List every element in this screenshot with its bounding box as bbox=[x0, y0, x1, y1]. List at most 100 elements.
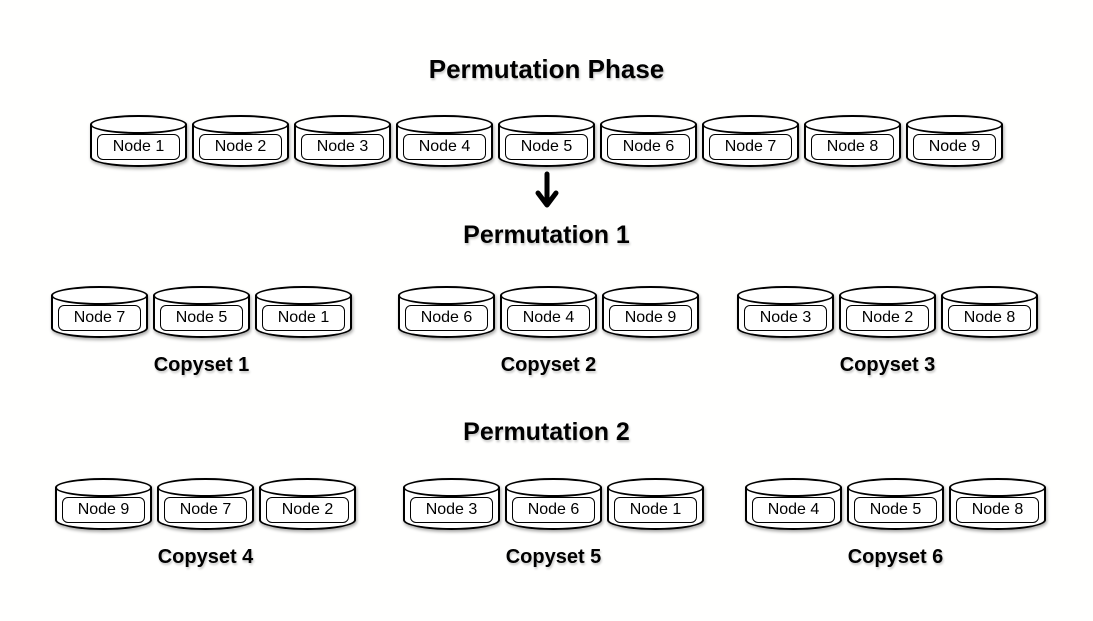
cylinder-top-ellipse bbox=[906, 115, 1003, 134]
node-label: Node 7 bbox=[709, 134, 792, 160]
node-cylinder: Node 8 bbox=[804, 115, 901, 167]
cylinder-top-ellipse bbox=[153, 286, 250, 305]
copyset-3-label: Copyset 3 bbox=[839, 354, 936, 376]
node-cylinder: Node 3 bbox=[737, 286, 834, 338]
cylinder-top-ellipse bbox=[259, 478, 356, 497]
node-label: Node 4 bbox=[507, 305, 590, 331]
node-label: Node 3 bbox=[301, 134, 384, 160]
node-label: Node 8 bbox=[948, 305, 1031, 331]
cylinder-top-ellipse bbox=[498, 115, 595, 134]
cylinder-top-ellipse bbox=[51, 286, 148, 305]
node-label: Node 6 bbox=[405, 305, 488, 331]
node-cylinder: Node 4 bbox=[500, 286, 597, 338]
copyset-group-5: Node 3 Node 6 Node 1 Copyset 5 bbox=[403, 478, 704, 569]
cylinder-top-ellipse bbox=[294, 115, 391, 134]
copyset-4-node-row: Node 9 Node 7 Node 2 bbox=[55, 478, 356, 530]
node-label: Node 2 bbox=[199, 134, 282, 160]
node-label: Node 1 bbox=[614, 497, 697, 523]
node-cylinder: Node 6 bbox=[600, 115, 697, 167]
cylinder-top-ellipse bbox=[396, 115, 493, 134]
node-label: Node 7 bbox=[58, 305, 141, 331]
node-cylinder: Node 5 bbox=[847, 478, 944, 530]
node-label: Node 7 bbox=[164, 497, 247, 523]
copyset-2-node-row: Node 6 Node 4 Node 9 bbox=[398, 286, 699, 338]
copyset-4-label: Copyset 4 bbox=[157, 546, 254, 568]
cylinder-top-ellipse bbox=[255, 286, 352, 305]
node-label: Node 6 bbox=[512, 497, 595, 523]
node-cylinder: Node 5 bbox=[498, 115, 595, 167]
cylinder-top-ellipse bbox=[192, 115, 289, 134]
node-label: Node 5 bbox=[505, 134, 588, 160]
copyset-group-6: Node 4 Node 5 Node 8 Copyset 6 bbox=[745, 478, 1046, 569]
node-label: Node 9 bbox=[913, 134, 996, 160]
copyset-6-node-row: Node 4 Node 5 Node 8 bbox=[745, 478, 1046, 530]
copyset-1-node-row: Node 7 Node 5 Node 1 bbox=[51, 286, 352, 338]
cylinder-top-ellipse bbox=[737, 286, 834, 305]
node-label: Node 9 bbox=[609, 305, 692, 331]
cylinder-top-ellipse bbox=[55, 478, 152, 497]
node-label: Node 2 bbox=[846, 305, 929, 331]
node-cylinder: Node 5 bbox=[153, 286, 250, 338]
node-cylinder: Node 9 bbox=[55, 478, 152, 530]
node-label: Node 4 bbox=[752, 497, 835, 523]
node-cylinder: Node 3 bbox=[403, 478, 500, 530]
cylinder-top-ellipse bbox=[403, 478, 500, 497]
permutation-1-heading: Permutation 1 bbox=[463, 221, 630, 249]
node-cylinder: Node 4 bbox=[745, 478, 842, 530]
cylinder-top-ellipse bbox=[398, 286, 495, 305]
node-cylinder: Node 2 bbox=[259, 478, 356, 530]
node-label: Node 1 bbox=[97, 134, 180, 160]
node-label: Node 8 bbox=[811, 134, 894, 160]
copyset-5-label: Copyset 5 bbox=[505, 546, 602, 568]
node-label: Node 1 bbox=[262, 305, 345, 331]
copyset-3-node-row: Node 3 Node 2 Node 8 bbox=[737, 286, 1038, 338]
node-label: Node 4 bbox=[403, 134, 486, 160]
cylinder-top-ellipse bbox=[607, 478, 704, 497]
cylinder-top-ellipse bbox=[90, 115, 187, 134]
copyset-1-label: Copyset 1 bbox=[153, 354, 250, 376]
cylinder-top-ellipse bbox=[847, 478, 944, 497]
node-label: Node 8 bbox=[956, 497, 1039, 523]
node-cylinder: Node 7 bbox=[157, 478, 254, 530]
cylinder-top-ellipse bbox=[602, 286, 699, 305]
node-label: Node 9 bbox=[62, 497, 145, 523]
cylinder-top-ellipse bbox=[157, 478, 254, 497]
copyset-group-4: Node 9 Node 7 Node 2 Copyset 4 bbox=[55, 478, 356, 569]
node-cylinder: Node 7 bbox=[702, 115, 799, 167]
cylinder-top-ellipse bbox=[949, 478, 1046, 497]
node-cylinder: Node 6 bbox=[505, 478, 602, 530]
permutation-phase-node-row: Node 1 Node 2 Node 3 Node 4 Node 5 Node … bbox=[0, 115, 1093, 167]
copyset-group-1: Node 7 Node 5 Node 1 Copyset 1 bbox=[51, 286, 352, 377]
node-cylinder: Node 1 bbox=[90, 115, 187, 167]
cylinder-top-ellipse bbox=[702, 115, 799, 134]
node-cylinder: Node 4 bbox=[396, 115, 493, 167]
copyset-6-label: Copyset 6 bbox=[847, 546, 944, 568]
node-cylinder: Node 7 bbox=[51, 286, 148, 338]
node-cylinder: Node 9 bbox=[906, 115, 1003, 167]
copyset-group-3: Node 3 Node 2 Node 8 Copyset 3 bbox=[737, 286, 1038, 377]
node-label: Node 5 bbox=[854, 497, 937, 523]
copyset-group-2: Node 6 Node 4 Node 9 Copyset 2 bbox=[398, 286, 699, 377]
node-cylinder: Node 2 bbox=[839, 286, 936, 338]
cylinder-top-ellipse bbox=[505, 478, 602, 497]
copyset-5-node-row: Node 3 Node 6 Node 1 bbox=[403, 478, 704, 530]
node-cylinder: Node 1 bbox=[255, 286, 352, 338]
cylinder-top-ellipse bbox=[941, 286, 1038, 305]
node-cylinder: Node 8 bbox=[949, 478, 1046, 530]
node-cylinder: Node 1 bbox=[607, 478, 704, 530]
cylinder-top-ellipse bbox=[500, 286, 597, 305]
down-arrow-icon bbox=[0, 171, 1093, 211]
copyset-2-label: Copyset 2 bbox=[500, 354, 597, 376]
node-label: Node 3 bbox=[744, 305, 827, 331]
cylinder-top-ellipse bbox=[839, 286, 936, 305]
node-label: Node 6 bbox=[607, 134, 690, 160]
node-cylinder: Node 2 bbox=[192, 115, 289, 167]
cylinder-top-ellipse bbox=[804, 115, 901, 134]
node-label: Node 3 bbox=[410, 497, 493, 523]
node-cylinder: Node 8 bbox=[941, 286, 1038, 338]
node-cylinder: Node 6 bbox=[398, 286, 495, 338]
cylinder-top-ellipse bbox=[600, 115, 697, 134]
cylinder-top-ellipse bbox=[745, 478, 842, 497]
node-cylinder: Node 9 bbox=[602, 286, 699, 338]
